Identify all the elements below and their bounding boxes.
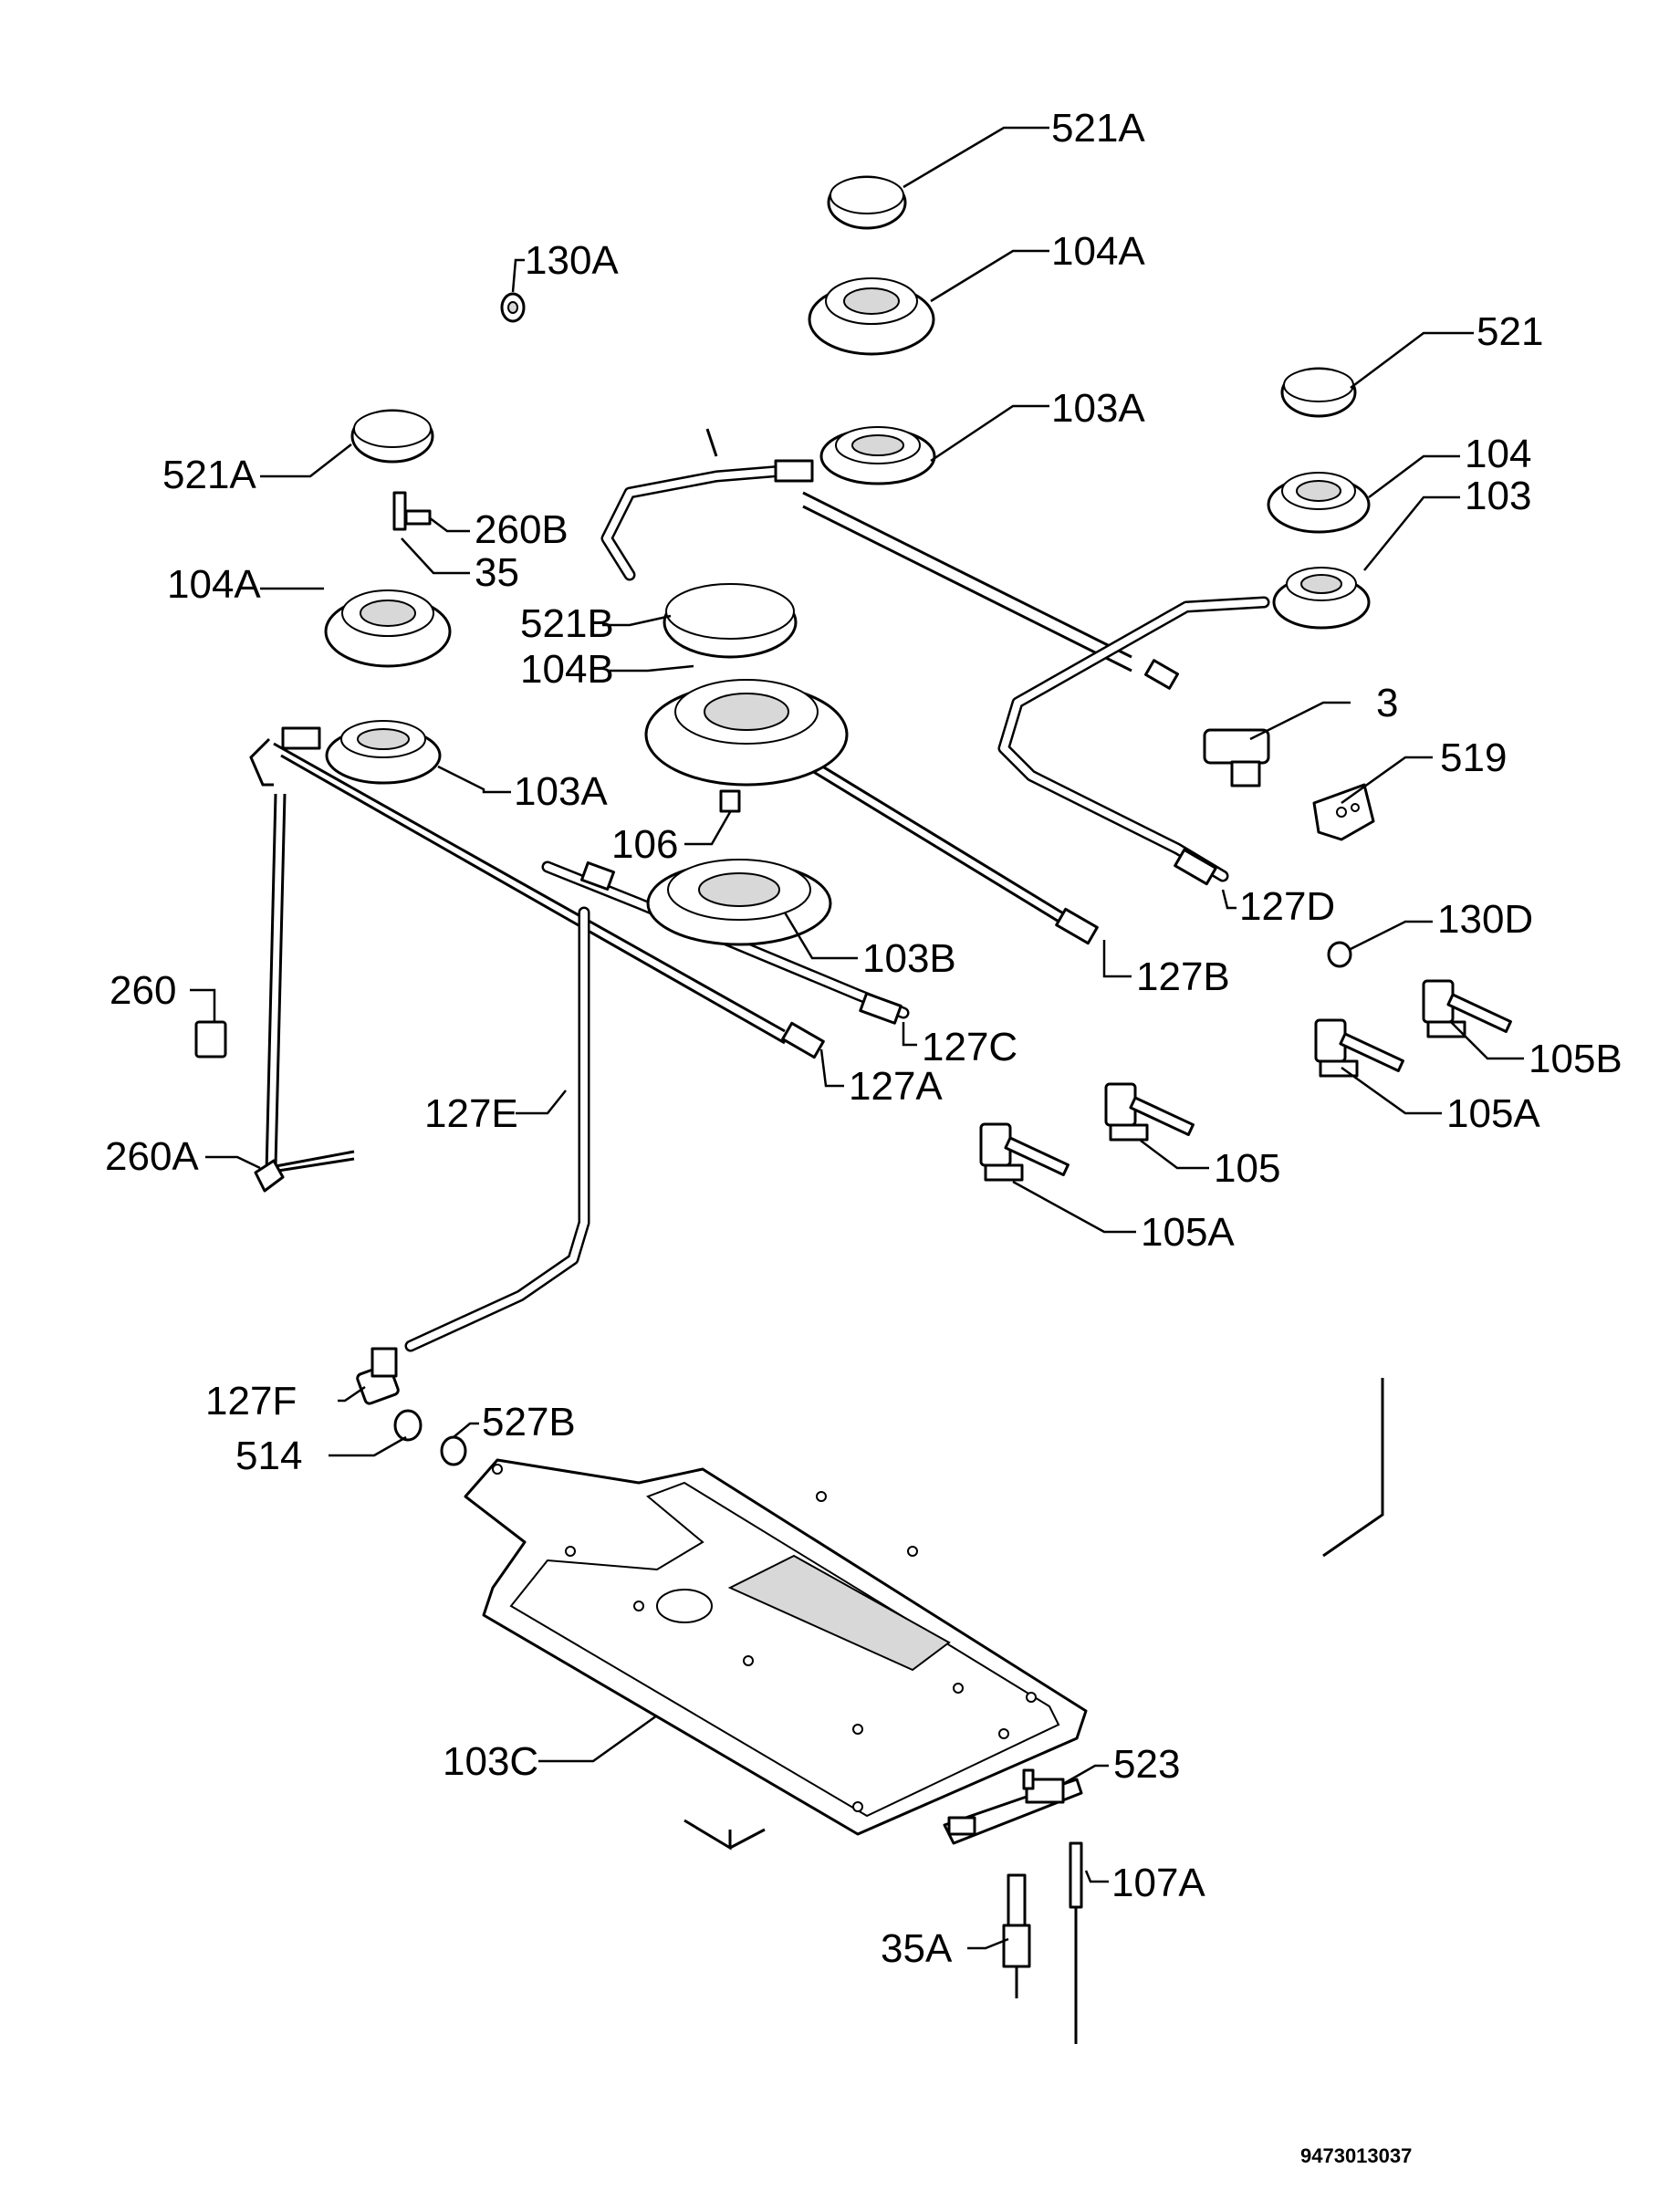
label-260A: 260A <box>105 1134 199 1179</box>
label-107A: 107A <box>1111 1861 1205 1905</box>
label-103A-left: 103A <box>514 769 608 814</box>
part-labels: 521A 104A 103A 130A 521 104 103 521A 260… <box>105 106 1623 2167</box>
label-105A-mid: 105A <box>1141 1210 1235 1255</box>
gas-tap-105 <box>1104 1082 1195 1142</box>
label-104B: 104B <box>520 647 614 692</box>
gas-pipes <box>249 428 1270 1352</box>
hob-plate-103C <box>464 1458 1088 1836</box>
clip-260A <box>254 1159 285 1193</box>
label-521: 521 <box>1477 309 1543 354</box>
reference-lines <box>683 1378 1384 1851</box>
thermocouple-107A <box>1069 1841 1083 2044</box>
gas-tap-105A-right <box>1314 1018 1404 1078</box>
burner-crown-104A-top <box>808 277 935 356</box>
fitting-514 <box>393 1409 423 1442</box>
elbow-fitting-127F <box>356 1347 400 1405</box>
bracket-523 <box>943 1768 1083 1845</box>
nut-130A <box>500 292 526 323</box>
label-106: 106 <box>611 822 678 867</box>
label-127F: 127F <box>205 1379 297 1424</box>
label-105B: 105B <box>1529 1037 1623 1081</box>
label-127B: 127B <box>1136 954 1230 999</box>
burner-cap-521B <box>663 583 798 659</box>
nut-130D <box>1327 941 1352 968</box>
electrode-35 <box>392 491 432 531</box>
burner-crown-104B <box>644 679 849 787</box>
label-130D: 130D <box>1437 897 1533 942</box>
burner-base-103B <box>646 859 832 946</box>
thermocouple-3 <box>1203 728 1270 787</box>
gas-tap-105B <box>1422 979 1512 1038</box>
label-127E: 127E <box>424 1091 518 1136</box>
label-521B: 521B <box>520 601 614 646</box>
gas-tap-105A-mid <box>979 1122 1070 1182</box>
label-103B: 103B <box>862 936 956 981</box>
document-code: 9473013037 <box>1300 2144 1412 2167</box>
label-260B: 260B <box>475 507 569 552</box>
burner-cap-521A-left <box>350 409 434 464</box>
label-514: 514 <box>235 1434 302 1478</box>
label-527B: 527B <box>482 1400 576 1444</box>
label-523: 523 <box>1113 1742 1180 1787</box>
burner-base-103 <box>1272 567 1371 630</box>
label-130A: 130A <box>525 238 619 283</box>
clip-260 <box>194 1020 227 1058</box>
electrode-35A <box>1002 1873 1031 1998</box>
label-127A: 127A <box>849 1064 943 1109</box>
burner-base-103A-left <box>325 720 442 785</box>
label-521A-top: 521A <box>1051 106 1145 151</box>
jet-106 <box>719 789 741 813</box>
label-127C: 127C <box>922 1025 1017 1069</box>
label-105A-right: 105A <box>1446 1091 1540 1136</box>
nut-527B <box>440 1435 467 1466</box>
label-3: 3 <box>1376 681 1398 725</box>
leader-lines <box>190 126 1524 1950</box>
burner-crown-104 <box>1267 472 1371 534</box>
label-127D: 127D <box>1239 884 1335 929</box>
plate-519 <box>1312 783 1375 841</box>
label-104: 104 <box>1465 432 1531 476</box>
label-35A: 35A <box>881 1926 953 1971</box>
label-104A-left: 104A <box>167 562 261 607</box>
label-103: 103 <box>1465 474 1531 518</box>
label-519: 519 <box>1440 735 1507 780</box>
burner-crown-104A-left <box>324 589 452 668</box>
label-260: 260 <box>110 968 176 1013</box>
burner-cap-521 <box>1280 367 1357 418</box>
label-35: 35 <box>475 550 519 595</box>
label-104A-top: 104A <box>1051 229 1145 274</box>
burner-base-103A-top <box>819 426 936 485</box>
label-521A-left: 521A <box>162 453 256 497</box>
label-103C: 103C <box>443 1739 538 1784</box>
burner-cap-521A-top <box>827 175 907 230</box>
label-103A-top: 103A <box>1051 386 1145 431</box>
label-105: 105 <box>1214 1146 1280 1191</box>
